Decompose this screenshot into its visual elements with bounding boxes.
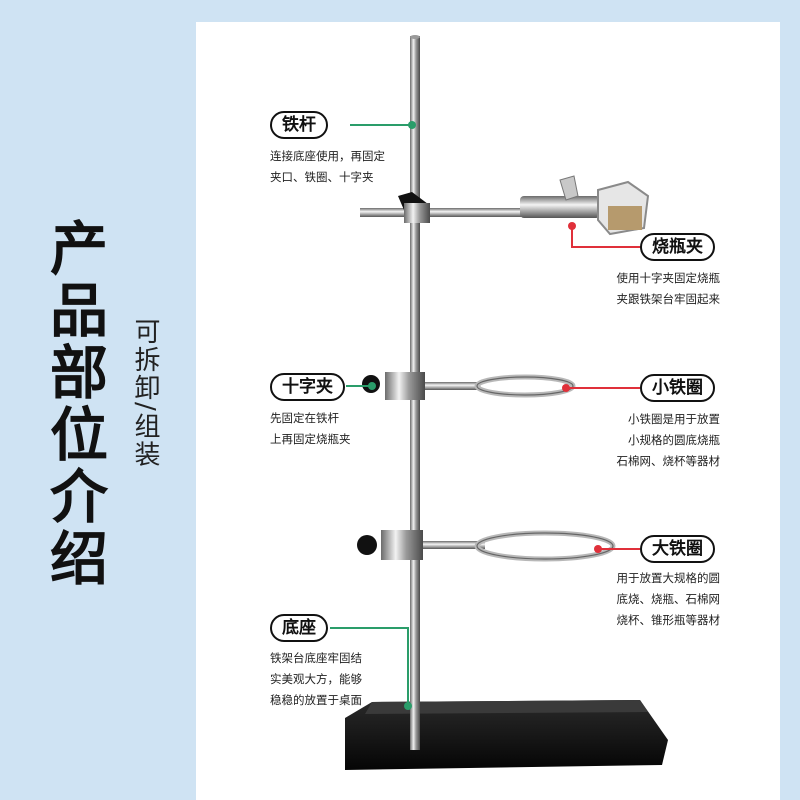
clamp-label: 烧瓶夹: [640, 233, 715, 261]
base-callout: [330, 627, 409, 706]
cross-description: 先固定在铁杆 上再固定烧瓶夹: [270, 411, 351, 446]
base-label: 底座: [270, 614, 328, 642]
small-ring-label: 小铁圈: [640, 374, 715, 402]
clamp-callout: [571, 226, 642, 248]
clamp-jaw-body: [520, 196, 600, 218]
small-ring-description: 小铁圈是用于放置 小规格的圆底烧瓶 石棉网、烧杯等器材: [616, 412, 721, 468]
cross-label: 十字夹: [270, 373, 345, 401]
small-ring-callout-dot: [562, 384, 570, 392]
big-ring-knob: [357, 535, 377, 555]
small-ring-boss: [385, 372, 425, 400]
small-ring-arm: [425, 382, 481, 390]
clamp-screw: [559, 175, 579, 201]
product-panel: [196, 22, 780, 800]
base-description: 铁架台底座牢固结 实美观大方，能够 稳稳的放置于桌面: [270, 651, 362, 707]
base-callout-dot: [404, 702, 412, 710]
big-ring-boss: [381, 530, 423, 560]
clamp-arm: [360, 208, 530, 217]
rod-top-cap: [410, 35, 420, 39]
clamp-description: 使用十字夹固定烧瓶 夹跟铁架台牢固起来: [616, 271, 721, 306]
clamp-callout-dot: [568, 222, 576, 230]
base-top-highlight: [365, 700, 648, 714]
clamp-cork: [608, 206, 642, 230]
rod-description: 连接底座使用，再固定 夹口、铁圈、十字夹: [270, 149, 385, 184]
page-subtitle: 可拆卸/组装: [130, 318, 160, 469]
page-title: 产品部位介绍: [40, 218, 108, 590]
big-ring-arm: [423, 541, 485, 549]
big-ring-label: 大铁圈: [640, 535, 715, 563]
rod-callout-dot: [408, 121, 416, 129]
big-ring-description: 用于放置大规格的圆 底烧、烧瓶、石棉网 烧杯、锥形瓶等器材: [616, 571, 721, 627]
clamp-boss: [404, 203, 430, 223]
rod-label: 铁杆: [270, 111, 328, 139]
base-plate: [345, 700, 668, 770]
cross-callout-dot: [368, 382, 376, 390]
big-ring-callout-dot: [594, 545, 602, 553]
